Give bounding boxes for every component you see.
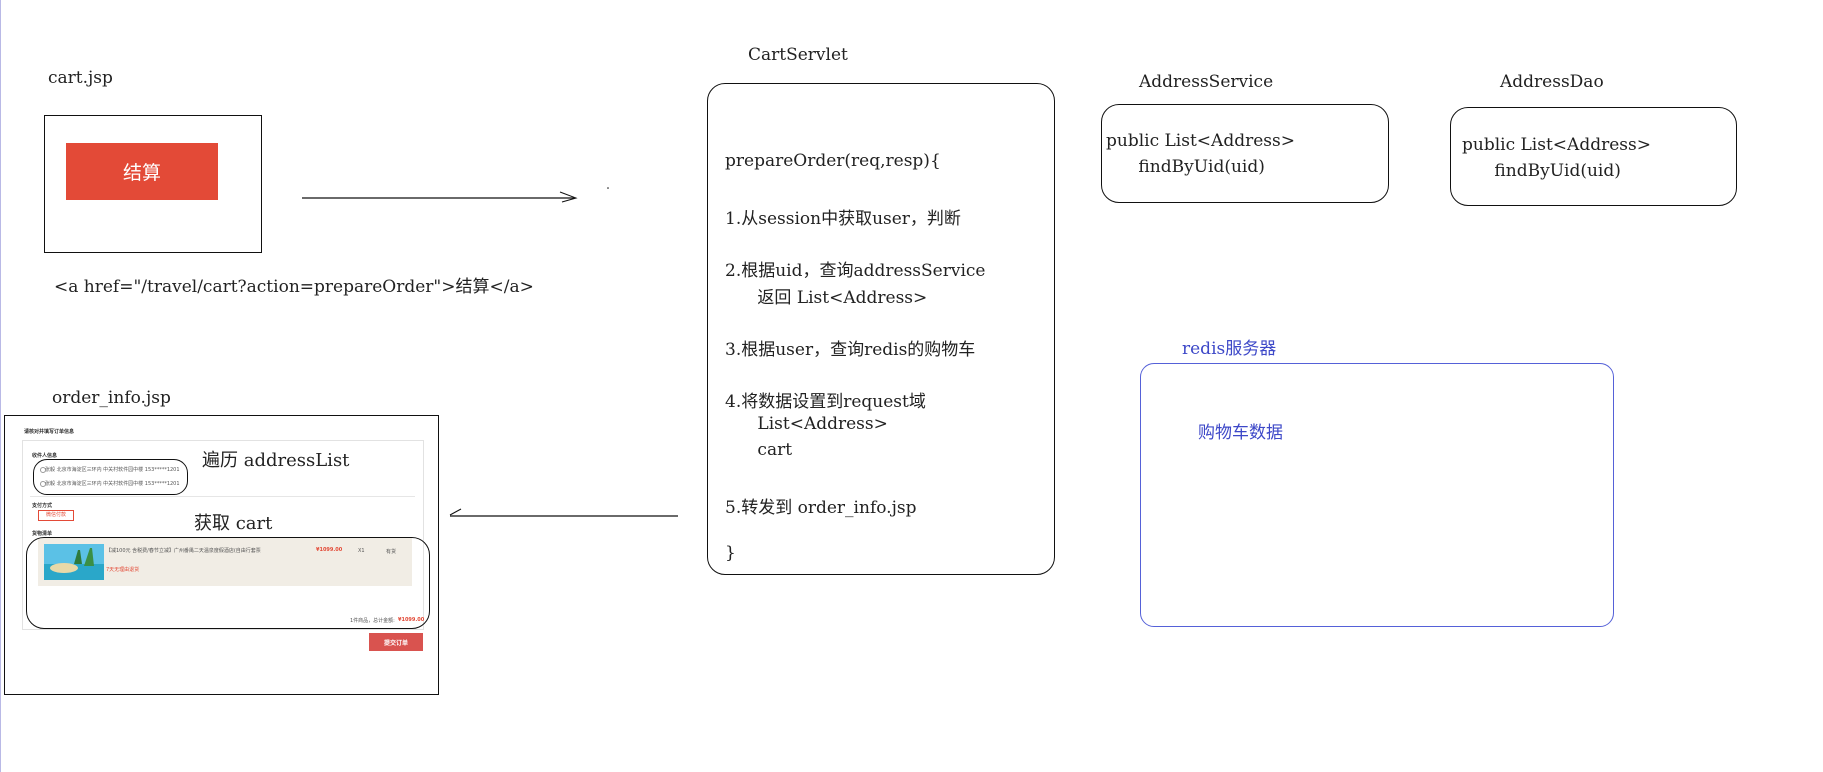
goods-name: 【减100元 含税费/春节立减】广州番禺二天温泉度假酒店(自由行套票 bbox=[106, 548, 261, 554]
servlet-line-step5: 5.转发到 order_info.jsp bbox=[725, 498, 917, 518]
arrow-cart-to-servlet bbox=[302, 187, 609, 203]
goods-stock: 有货 bbox=[386, 549, 397, 555]
address-option-1[interactable]: 张毅 北京市海淀区三环内 中关村软件园中楼 153*****1201 bbox=[45, 467, 180, 473]
receiver-heading: 收件人信息 bbox=[32, 453, 58, 459]
panel-divider bbox=[30, 496, 415, 497]
servlet-line-step1: 1.从session中获取user，判断 bbox=[725, 209, 961, 229]
page-edge-line bbox=[0, 0, 1, 772]
servlet-line-close: } bbox=[725, 543, 736, 563]
total-price: ¥1099.00 bbox=[398, 617, 425, 623]
cart-jsp-frame bbox=[44, 115, 262, 253]
servlet-box bbox=[707, 83, 1055, 575]
dao-line-2: findByUid(uid) bbox=[1462, 161, 1621, 181]
dao-title: AddressDao bbox=[1500, 72, 1604, 92]
redis-title: redis服务器 bbox=[1182, 339, 1277, 359]
order-info-title: order_info.jsp bbox=[52, 388, 171, 408]
annotation-address-list: 遍历 addressList bbox=[202, 450, 350, 471]
servlet-line-method: prepareOrder(req,resp){ bbox=[725, 151, 941, 171]
service-line-2: findByUid(uid) bbox=[1106, 157, 1265, 177]
goods-qty: X1 bbox=[358, 548, 365, 554]
arrow-servlet-to-order-info bbox=[449, 508, 678, 517]
submit-order-button[interactable]: 提交订单 bbox=[369, 633, 423, 651]
servlet-line-step2b: 返回 List<Address> bbox=[725, 288, 928, 308]
dao-line-1: public List<Address> bbox=[1462, 135, 1651, 155]
servlet-line-step4c: cart bbox=[725, 440, 793, 460]
redis-box bbox=[1140, 363, 1614, 627]
service-box bbox=[1101, 104, 1389, 203]
service-title: AddressService bbox=[1139, 72, 1274, 92]
goods-heading: 货物清单 bbox=[32, 531, 53, 537]
servlet-line-step2: 2.根据uid，查询addressService bbox=[725, 261, 986, 281]
service-line-1: public List<Address> bbox=[1106, 131, 1295, 151]
goods-note: 7天无理由退货 bbox=[106, 567, 140, 573]
order-inner-panel bbox=[22, 440, 424, 630]
order-info-frame bbox=[4, 415, 439, 695]
servlet-line-step3: 3.根据user，查询redis的购物车 bbox=[725, 340, 976, 360]
total-text: 1件商品，总计金额: bbox=[350, 618, 395, 624]
order-page-heading: 请核对并填写订单信息 bbox=[24, 429, 75, 435]
checkout-button[interactable]: 结算 bbox=[66, 143, 218, 200]
servlet-title: CartServlet bbox=[748, 45, 848, 65]
annotation-cart: 获取 cart bbox=[194, 513, 273, 534]
address-option-2[interactable]: 张毅 北京市海淀区三环内 中关村软件园中楼 153*****1201 bbox=[45, 481, 180, 487]
payment-heading: 支付方式 bbox=[32, 503, 53, 509]
goods-thumbnail-image bbox=[44, 544, 104, 580]
servlet-line-step4: 4.将数据设置到request域 bbox=[725, 392, 926, 412]
payment-option[interactable]: 微信付款 bbox=[38, 510, 74, 521]
goods-price: ¥1099.00 bbox=[316, 547, 343, 553]
cart-highlight bbox=[26, 537, 430, 629]
cart-jsp-title: cart.jsp bbox=[48, 68, 113, 88]
address-list-highlight bbox=[33, 459, 188, 495]
checkout-link-code: <a href="/travel/cart?action=prepareOrde… bbox=[54, 277, 534, 297]
servlet-line-step4b: List<Address> bbox=[725, 414, 888, 434]
dao-box bbox=[1450, 107, 1737, 206]
redis-content: 购物车数据 bbox=[1198, 423, 1283, 443]
